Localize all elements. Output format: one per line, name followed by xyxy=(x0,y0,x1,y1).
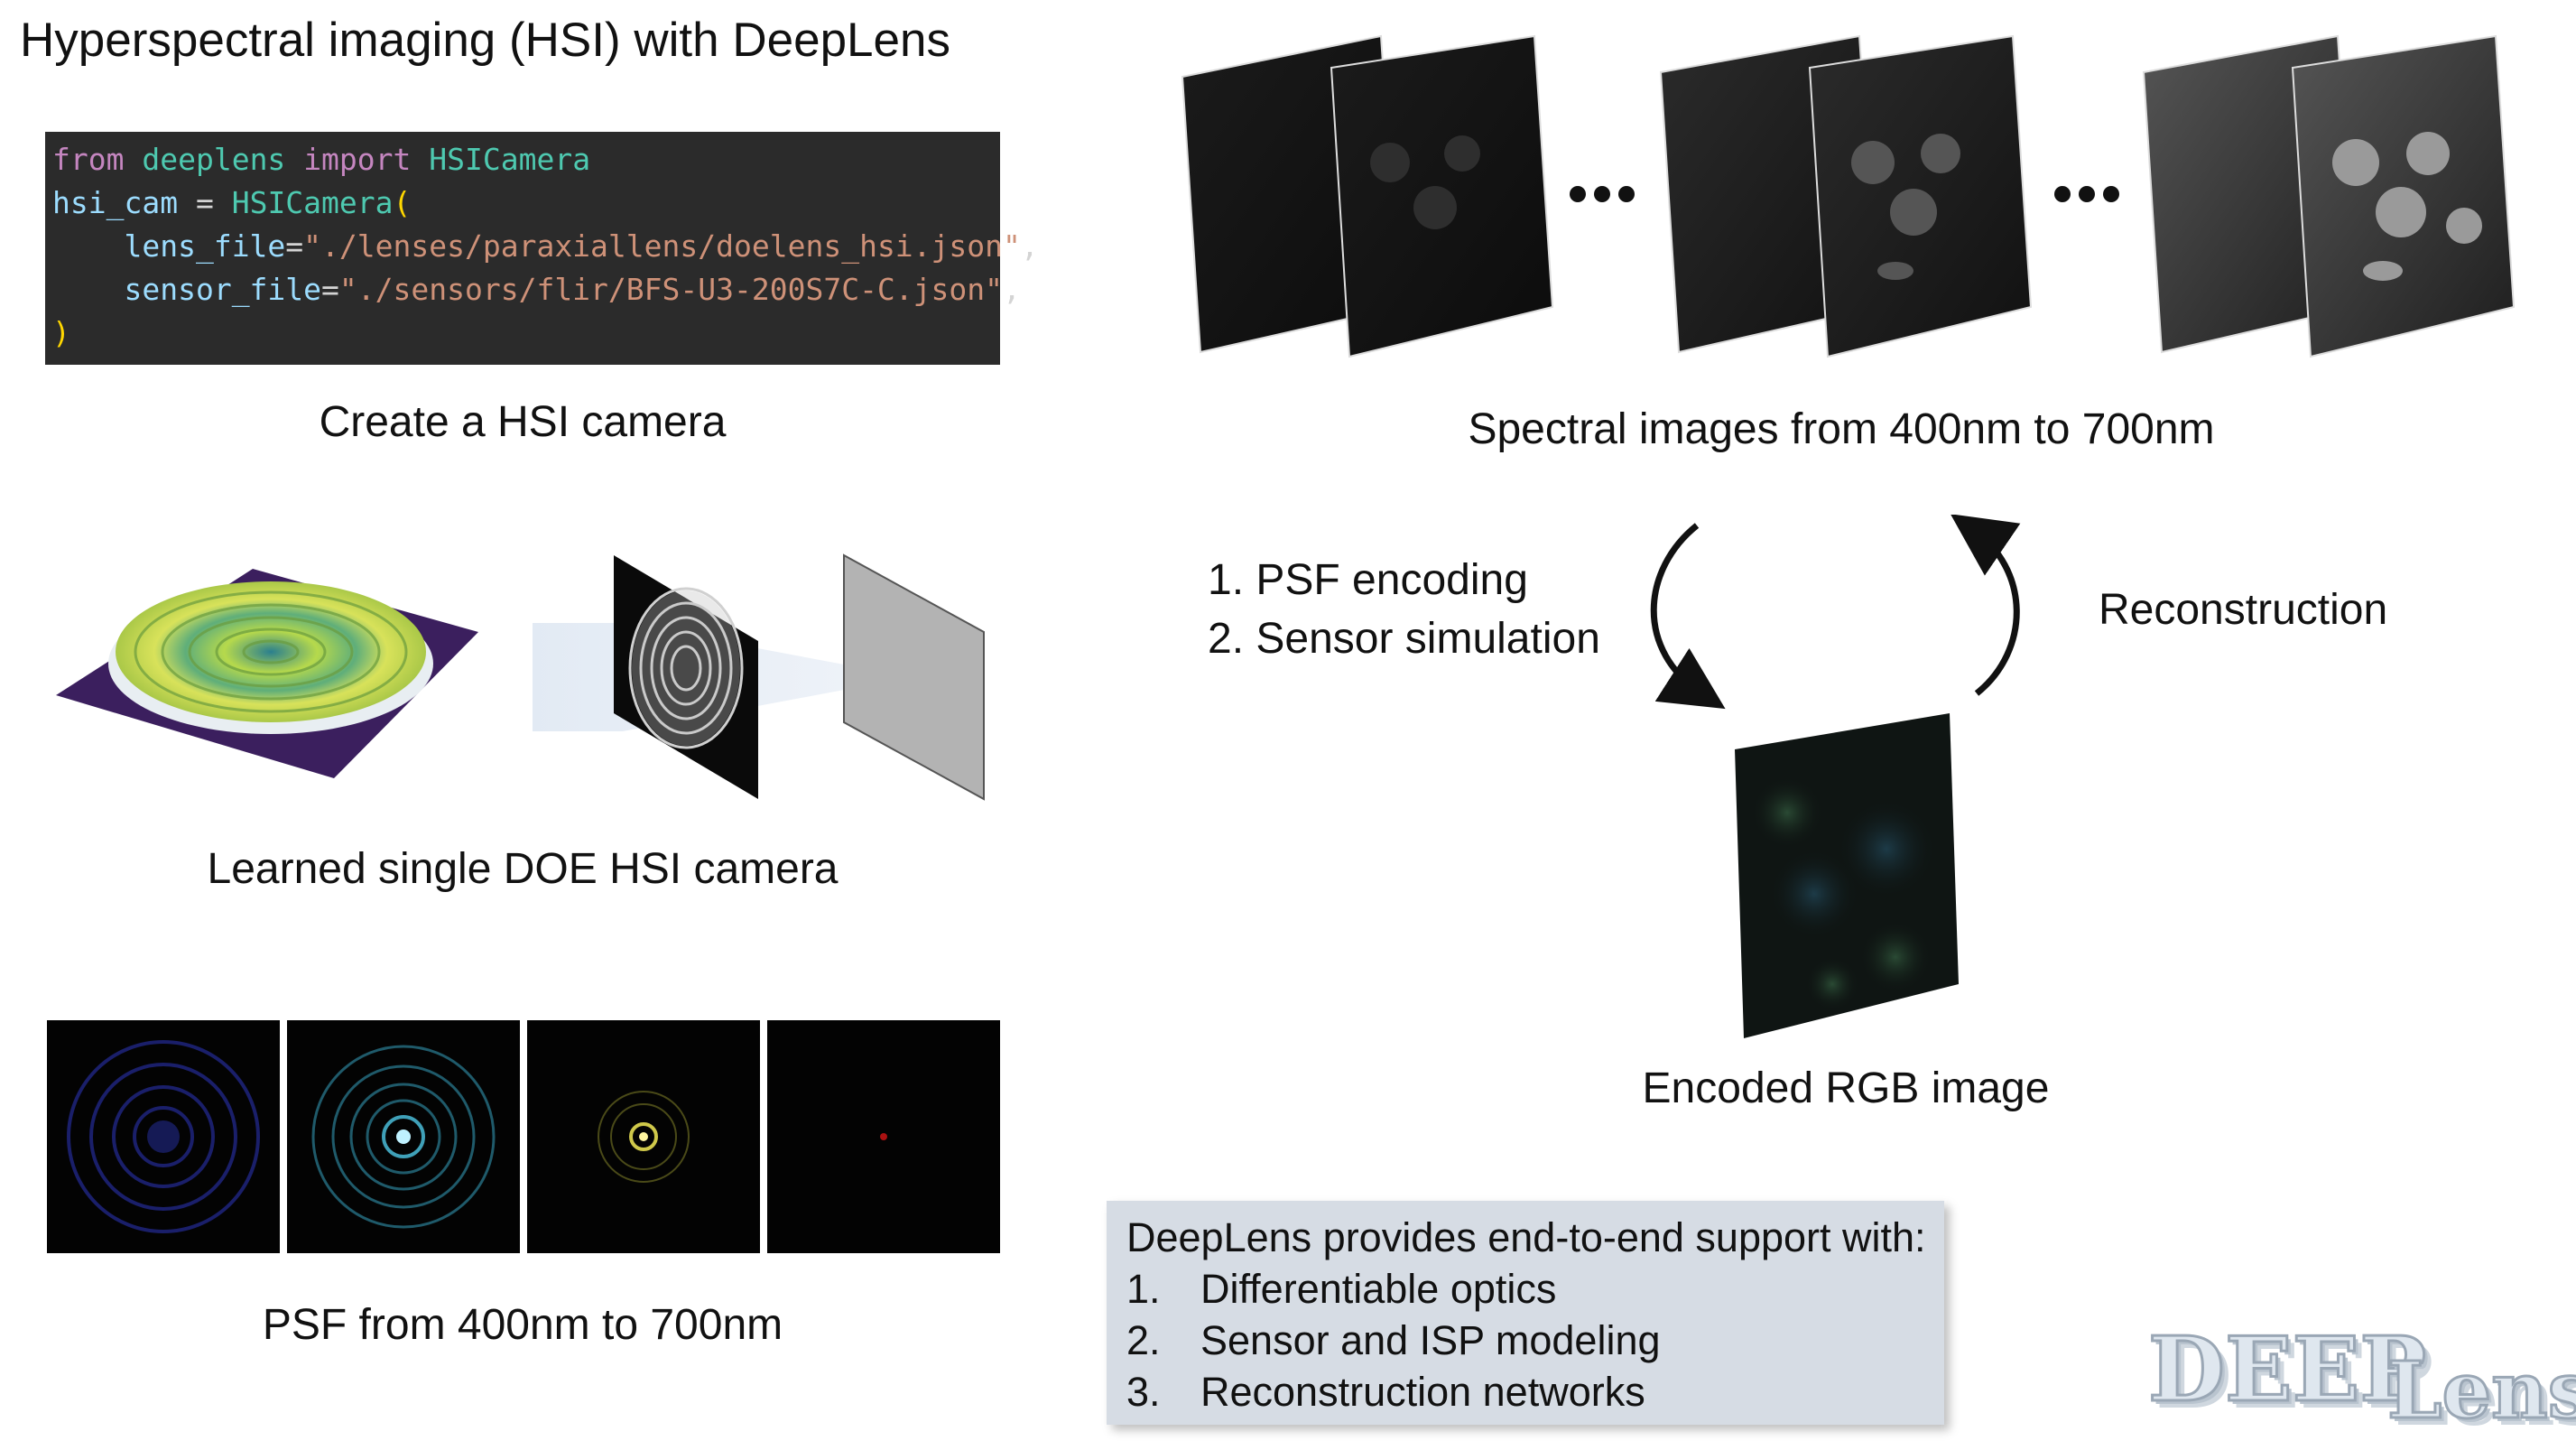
code-line-3: lens_file="./lenses/paraxiallens/doelens… xyxy=(124,228,1039,264)
doe-camera-illustration xyxy=(56,553,985,801)
spectral-image-stack xyxy=(1181,34,2516,358)
sensor-plane xyxy=(843,553,985,801)
info-box: DeepLens provides end-to-end support wit… xyxy=(1107,1201,1944,1425)
doe-plane xyxy=(614,555,758,799)
deeplens-logo-deep: DEEP xyxy=(2146,1317,2427,1424)
caption-encoded: Encoded RGB image xyxy=(1642,1064,2050,1112)
info-item-1: 1.Differentiable optics xyxy=(1126,1266,1557,1312)
caption-psf: PSF from 400nm to 700nm xyxy=(262,1301,783,1349)
code-line-5: ) xyxy=(52,315,70,350)
info-heading: DeepLens provides end-to-end support wit… xyxy=(1126,1214,1926,1260)
step-sensor-simulation: 2. Sensor simulation xyxy=(1208,615,1600,663)
ellipsis-icon xyxy=(2054,186,2119,202)
psf-panel-2 xyxy=(287,1020,520,1253)
psf-panel-3 xyxy=(527,1020,760,1253)
step-psf-encoding: 1. PSF encoding xyxy=(1208,556,1528,604)
caption-spectral: Spectral images from 400nm to 700nm xyxy=(1468,405,2215,453)
page-title: Hyperspectral imaging (HSI) with DeepLen… xyxy=(20,14,950,67)
encoded-rgb-image xyxy=(1735,713,1959,1038)
arrow-reconstruct-icon xyxy=(1950,515,2021,696)
info-item-2: 2.Sensor and ISP modeling xyxy=(1126,1317,1661,1363)
code-line-4: sensor_file="./sensors/flir/BFS-U3-200S7… xyxy=(124,272,1021,307)
info-item-3: 3.Reconstruction networks xyxy=(1126,1369,1645,1415)
step-reconstruction: Reconstruction xyxy=(2099,586,2388,634)
caption-create-camera: Create a HSI camera xyxy=(319,398,727,446)
code-line-1: from deeplens import HSICamera xyxy=(52,142,591,177)
code-block: from deeplens import HSICamera hsi_cam = … xyxy=(45,132,1039,365)
pipeline-arrows xyxy=(1650,515,2021,710)
psf-panel-4 xyxy=(767,1020,1000,1253)
arrow-encode-icon xyxy=(1650,523,1726,710)
caption-doe-camera: Learned single DOE HSI camera xyxy=(207,845,839,893)
doe-surface-rings xyxy=(116,581,426,722)
deeplens-logo-lens: Lens xyxy=(2386,1344,2576,1438)
psf-panel-1 xyxy=(47,1020,280,1253)
ellipsis-icon xyxy=(1570,186,1635,202)
code-line-2: hsi_cam = HSICamera( xyxy=(52,185,412,220)
